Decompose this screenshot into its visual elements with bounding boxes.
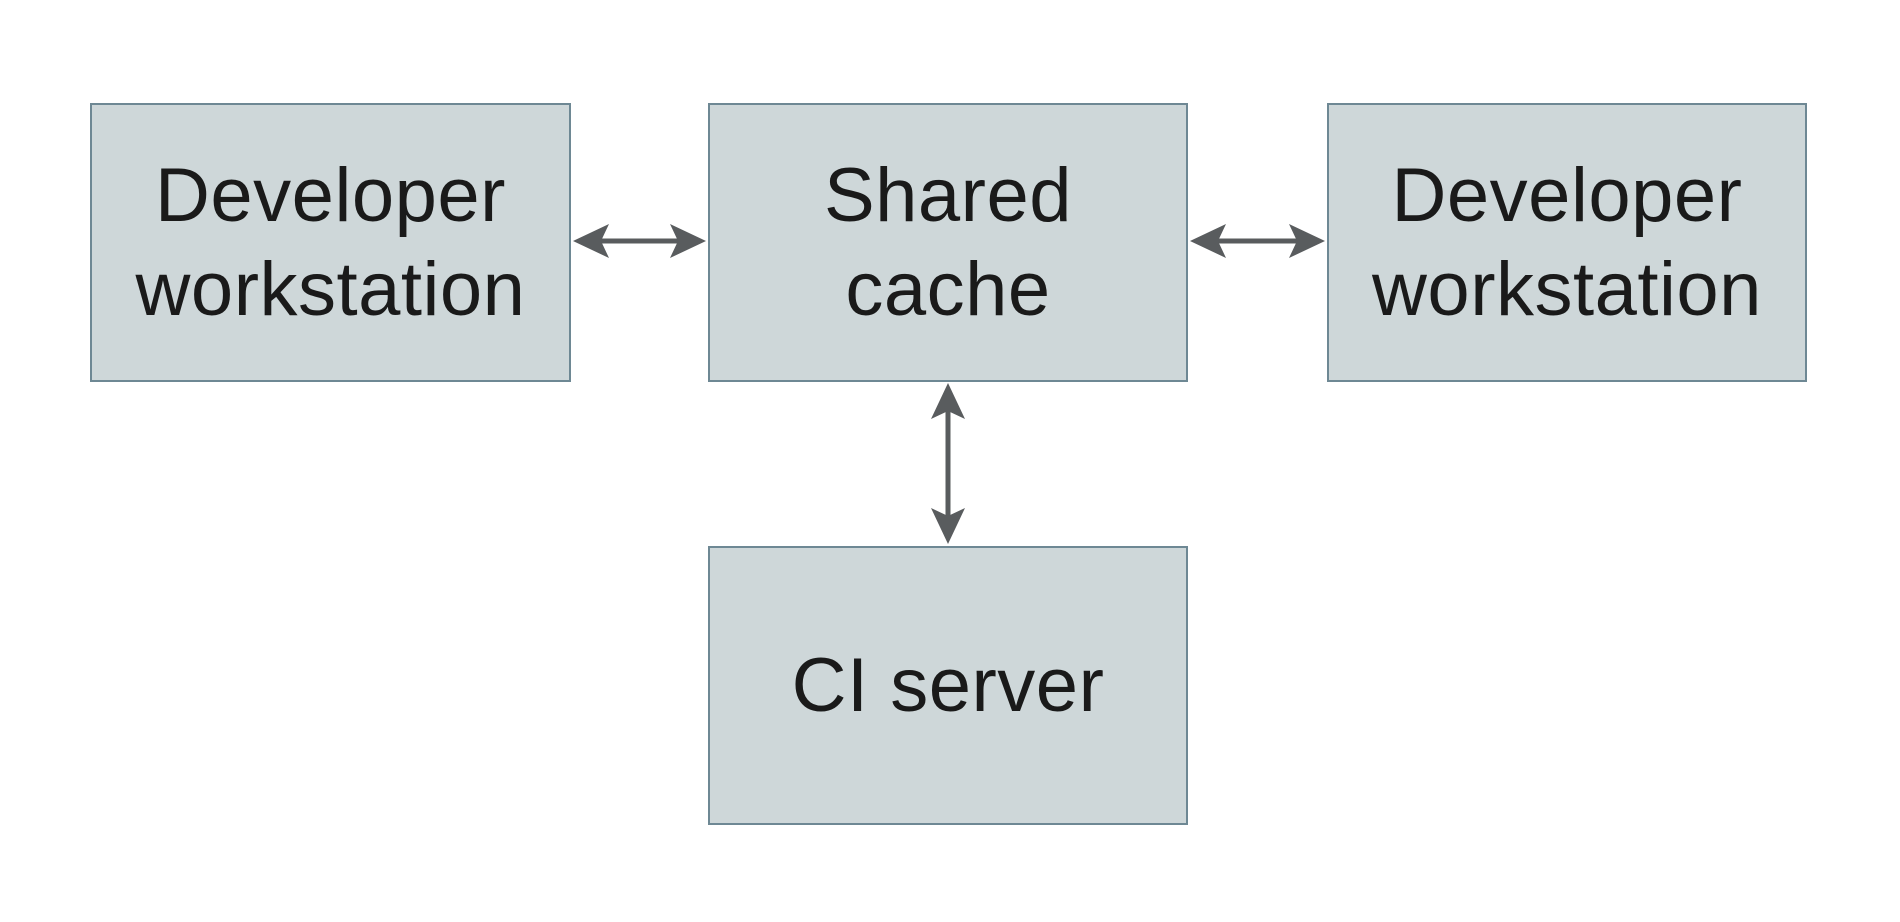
arrowhead-left-icon: [573, 224, 609, 258]
arrow-cache-devright: [1190, 224, 1325, 258]
node-developer-workstation-left: Developer workstation: [90, 103, 571, 382]
node-ci-server: CI server: [708, 546, 1188, 825]
arrowhead-down-icon: [931, 508, 965, 544]
arrowhead-up-icon: [931, 383, 965, 419]
arrow-cache-ciserver: [931, 383, 965, 544]
node-label-line: Developer: [1391, 153, 1743, 239]
node-label-line: Shared: [823, 153, 1073, 239]
arrowhead-left-icon: [1190, 224, 1226, 258]
node-label-line: CI server: [791, 642, 1105, 728]
node-shared-cache: Shared cache: [708, 103, 1188, 382]
node-label-line: workstation: [135, 246, 526, 332]
node-developer-workstation-right: Developer workstation: [1327, 103, 1807, 382]
node-label-line: workstation: [1372, 246, 1762, 332]
arrowhead-right-icon: [670, 224, 706, 258]
node-label-line: cache: [845, 246, 1051, 332]
arrowhead-right-icon: [1289, 224, 1325, 258]
node-label-line: Developer: [155, 153, 506, 239]
arrow-devleft-cache: [573, 224, 706, 258]
